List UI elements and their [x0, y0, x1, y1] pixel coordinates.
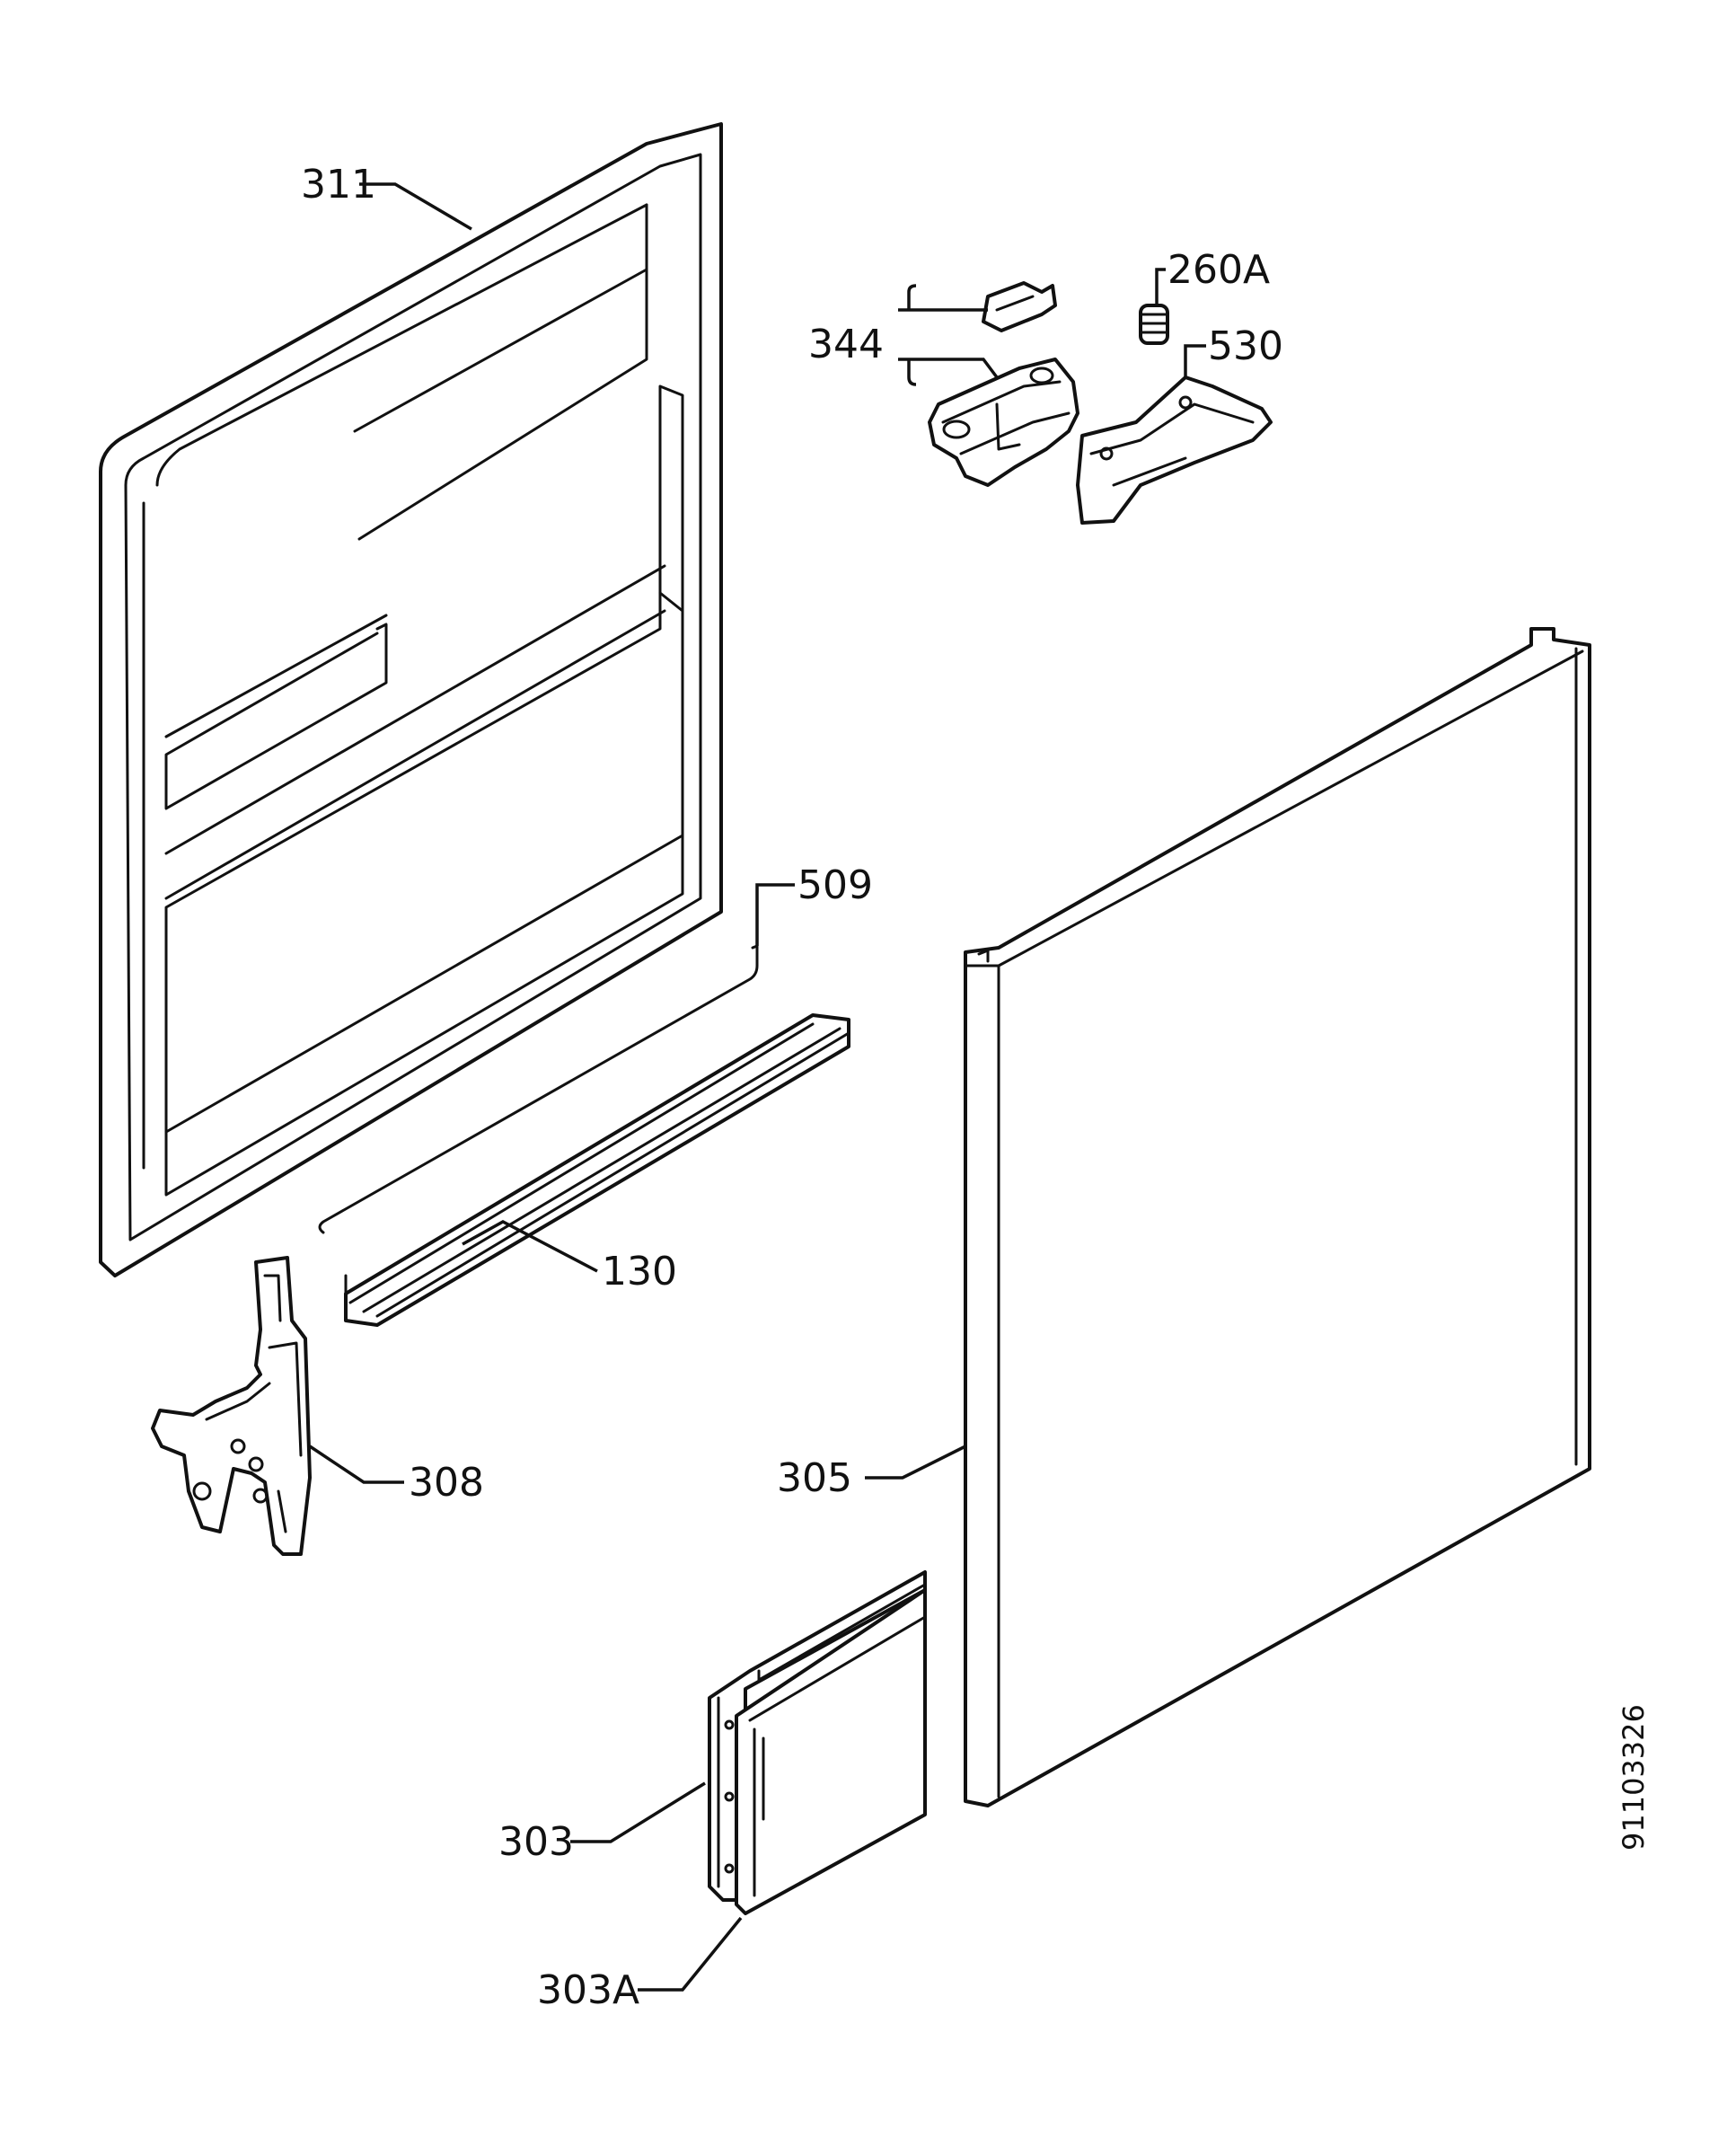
callout-308: 308	[409, 1460, 484, 1506]
outer-door-305	[964, 627, 1591, 1807]
callout-303a: 303A	[537, 1967, 639, 2013]
callout-260a: 260A	[1167, 247, 1270, 293]
leader-lines	[309, 182, 1206, 1992]
kick-plate-303a	[735, 1588, 927, 1915]
spring-260a	[1139, 304, 1169, 345]
hinge-308	[151, 1256, 312, 1556]
door-seal-130	[344, 1013, 850, 1327]
callout-labels: 311 260A 344 530 509 130 308 305 303 303…	[301, 162, 1651, 2013]
latch-bracket-530	[1076, 376, 1273, 525]
drawing-number: 91103326	[1617, 1704, 1651, 1851]
callout-311: 311	[301, 162, 376, 208]
callout-530: 530	[1208, 323, 1283, 369]
callout-509: 509	[797, 862, 873, 908]
callout-305: 305	[777, 1455, 852, 1501]
callout-130: 130	[602, 1249, 677, 1294]
kick-plate-303	[708, 1570, 927, 1902]
callout-303: 303	[498, 1819, 574, 1865]
callout-344: 344	[808, 322, 884, 367]
door-lock-344	[928, 281, 1079, 487]
wire-rod-509	[318, 944, 759, 1234]
inner-door-panel-311	[99, 122, 723, 1277]
